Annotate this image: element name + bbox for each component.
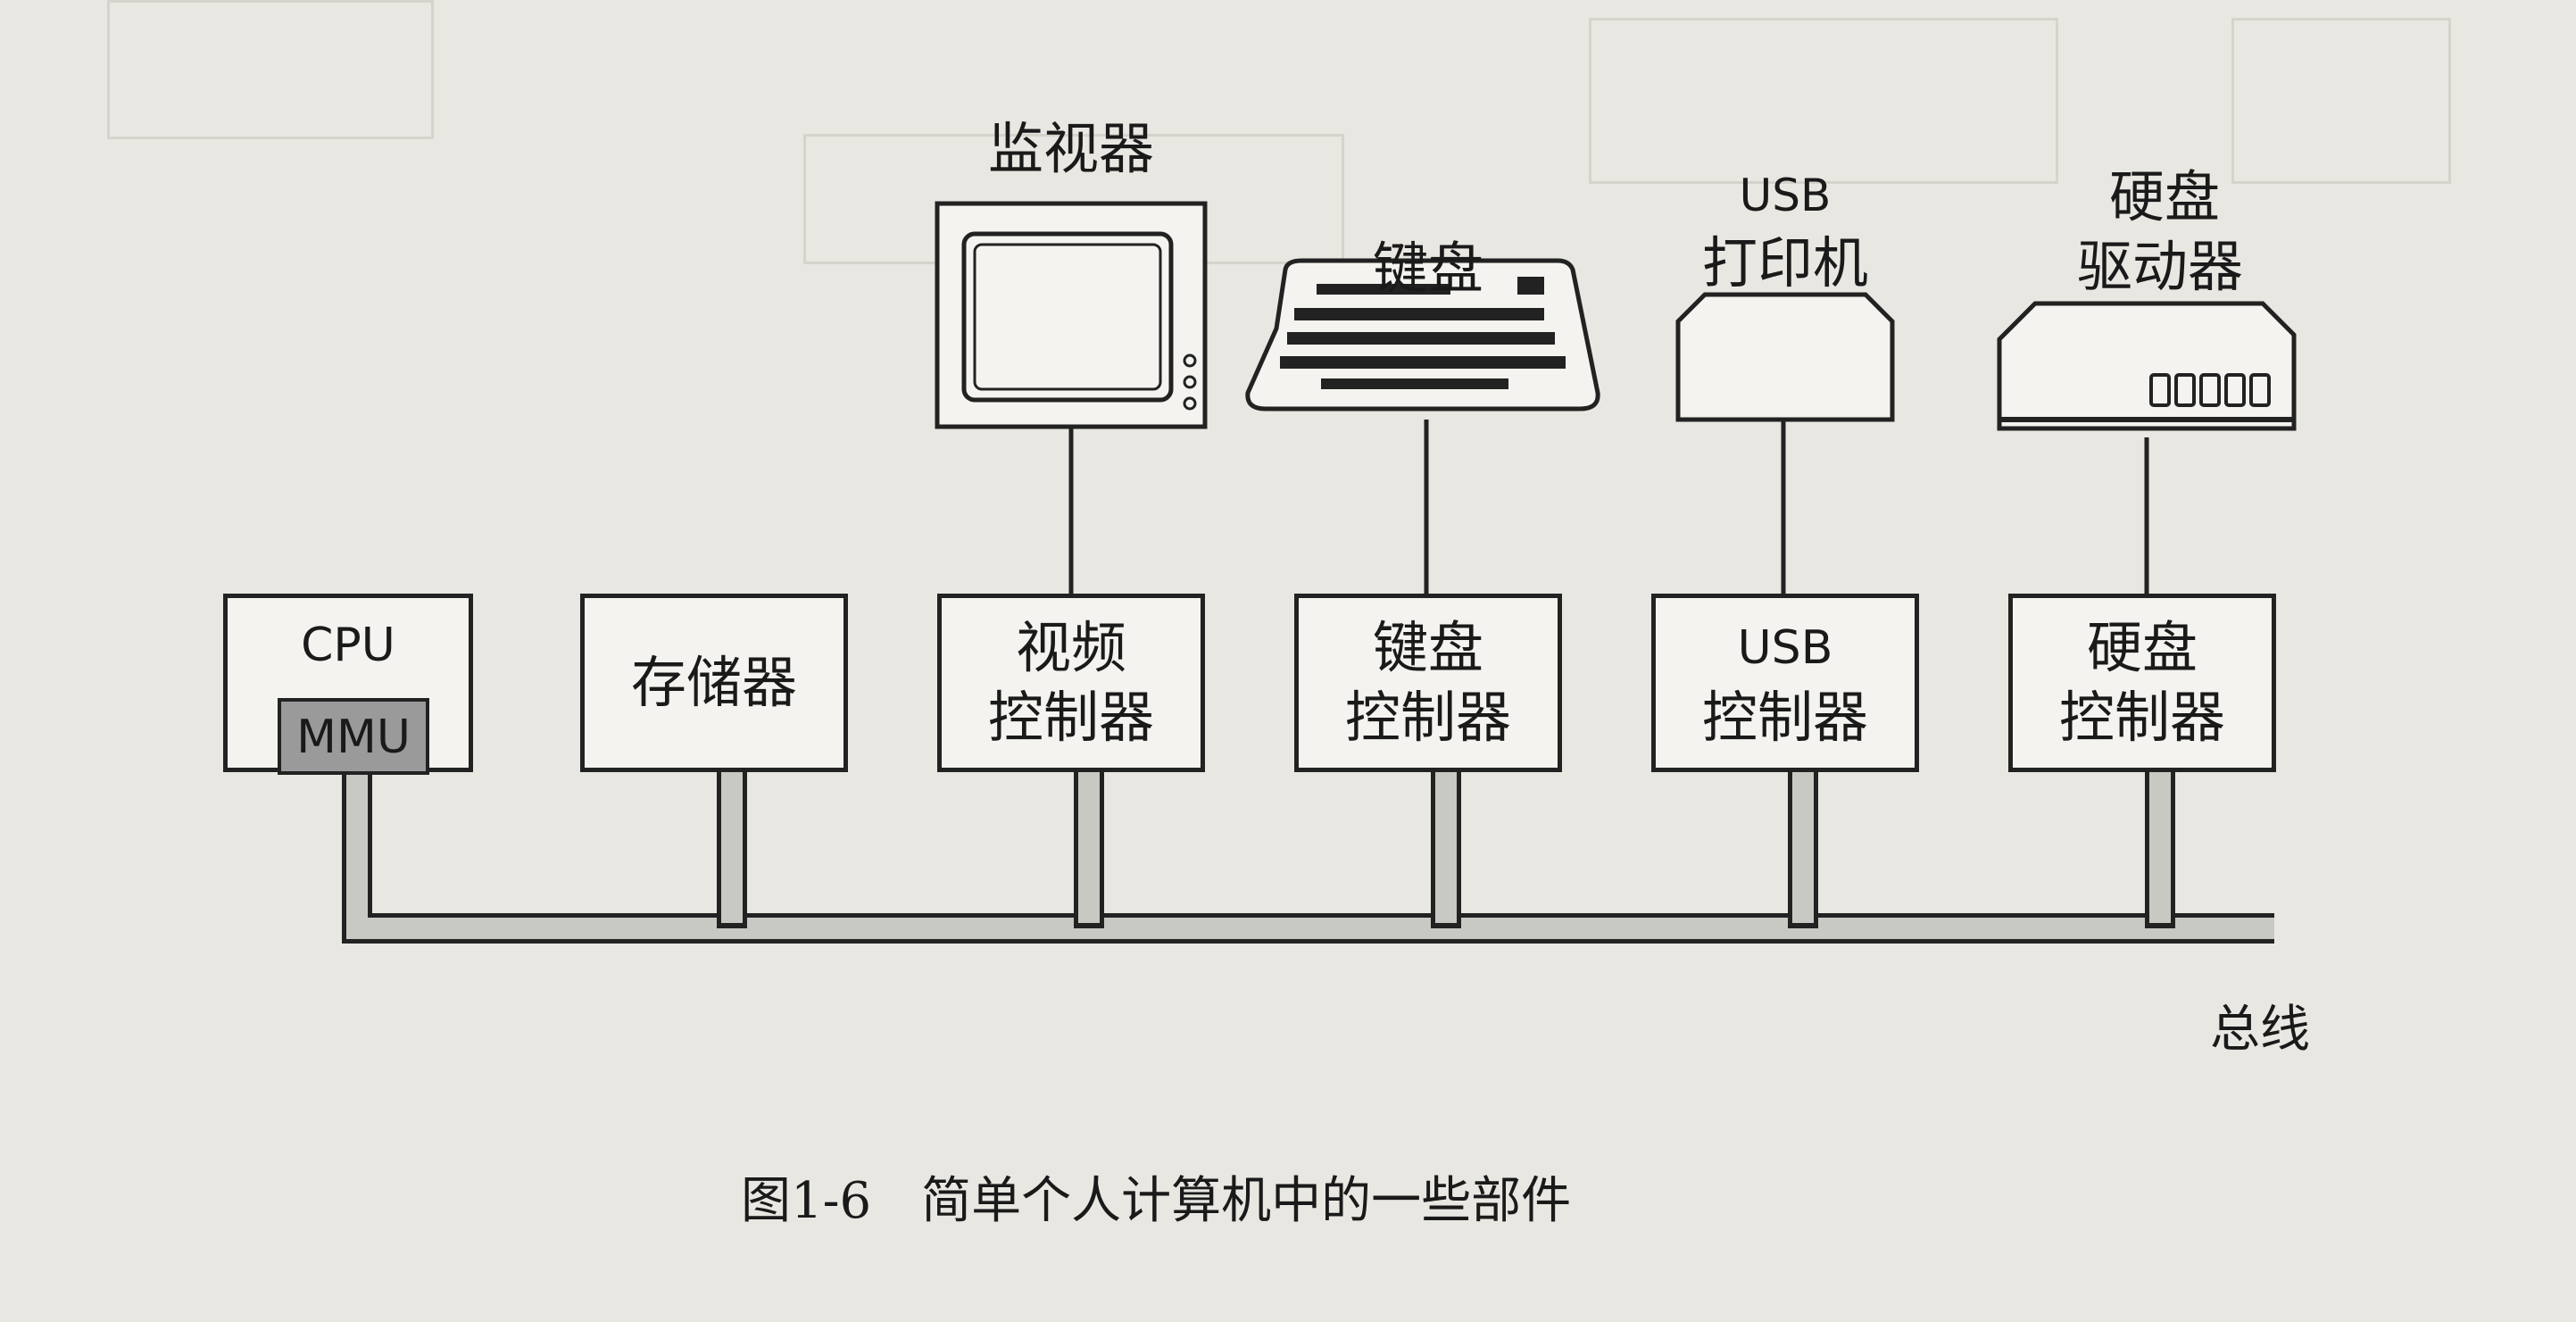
printer-label-line1: USB xyxy=(1739,170,1832,221)
figure-caption: 图1-6 简单个人计算机中的一些部件 xyxy=(741,1172,1572,1230)
keyboard-icon xyxy=(1245,258,1600,412)
memory-box: 存储器 xyxy=(580,594,848,772)
monitor-icon xyxy=(935,201,1208,429)
video-controller-box: 视频 控制器 xyxy=(937,594,1205,772)
disk-ctrl-label-line1: 硬盘 xyxy=(2086,615,2198,680)
printer-label-line2: 打印机 xyxy=(1701,230,1868,295)
video-label-line1: 视频 xyxy=(1015,615,1126,680)
printer-icon xyxy=(1675,292,1895,422)
disk-controller-box: 硬盘 控制器 xyxy=(2008,594,2276,772)
usb-controller-box: USB 控制器 xyxy=(1651,594,1919,772)
background-ghost-box xyxy=(2231,18,2451,184)
keyboard-controller-box: 键盘 控制器 xyxy=(1294,594,1562,772)
cpu-label: CPU xyxy=(301,619,395,672)
hard-disk-icon xyxy=(1997,301,2297,431)
disk-label-line1: 硬盘 xyxy=(2108,164,2220,229)
bus-label: 总线 xyxy=(2210,1001,2310,1059)
video-label-line2: 控制器 xyxy=(987,685,1154,750)
monitor-label: 监视器 xyxy=(987,116,1154,181)
disk-label-line2: 驱动器 xyxy=(2076,234,2243,299)
kbd-label-line1: 键盘 xyxy=(1372,615,1483,680)
keyboard-label: 键盘 xyxy=(1372,236,1483,301)
usb-label-line1: USB xyxy=(1737,621,1833,675)
mmu-label: MMU xyxy=(278,698,429,775)
background-ghost-box xyxy=(107,0,434,139)
memory-label: 存储器 xyxy=(630,650,797,715)
system-bus xyxy=(342,772,2274,944)
cpu-box: CPU MMU xyxy=(223,594,473,775)
disk-ctrl-label-line2: 控制器 xyxy=(2058,685,2225,750)
background-ghost-box xyxy=(1589,18,2058,184)
kbd-label-line2: 控制器 xyxy=(1344,685,1511,750)
usb-label-line2: 控制器 xyxy=(1701,685,1868,750)
